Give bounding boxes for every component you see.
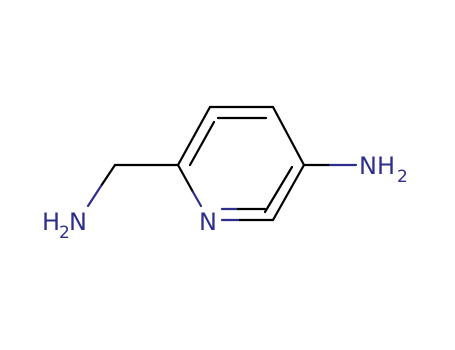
bond-c1-c6 xyxy=(176,105,212,167)
bond-c1-c6-inner xyxy=(188,120,216,167)
amine-right-symbol: NH xyxy=(359,152,395,180)
bond-c4-c3-inner xyxy=(263,165,294,214)
bond-ch2-nh2-black xyxy=(99,163,117,188)
ring-bonds xyxy=(176,105,306,222)
substituent-bonds xyxy=(86,163,358,208)
ring-n-bonds xyxy=(176,163,275,222)
ring-n-symbol: N xyxy=(199,208,217,236)
atom-label-amine-right: NH 2 xyxy=(359,152,408,187)
bond-c1-n-black xyxy=(176,163,195,194)
amine-left-h: H xyxy=(42,208,60,236)
bond-c5-c4 xyxy=(271,105,306,167)
amine-left-n: N xyxy=(69,208,87,236)
amine-left-subscript: 2 xyxy=(59,223,70,243)
atom-label-ring-n: N xyxy=(199,208,217,236)
atom-label-amine-left: H 2 N xyxy=(42,208,87,243)
bond-ch2-nh2-blue xyxy=(86,184,103,208)
bond-c1-n-blue xyxy=(191,190,203,208)
amine-right-subscript: 2 xyxy=(397,167,408,187)
bond-c4-c3 xyxy=(271,163,306,222)
